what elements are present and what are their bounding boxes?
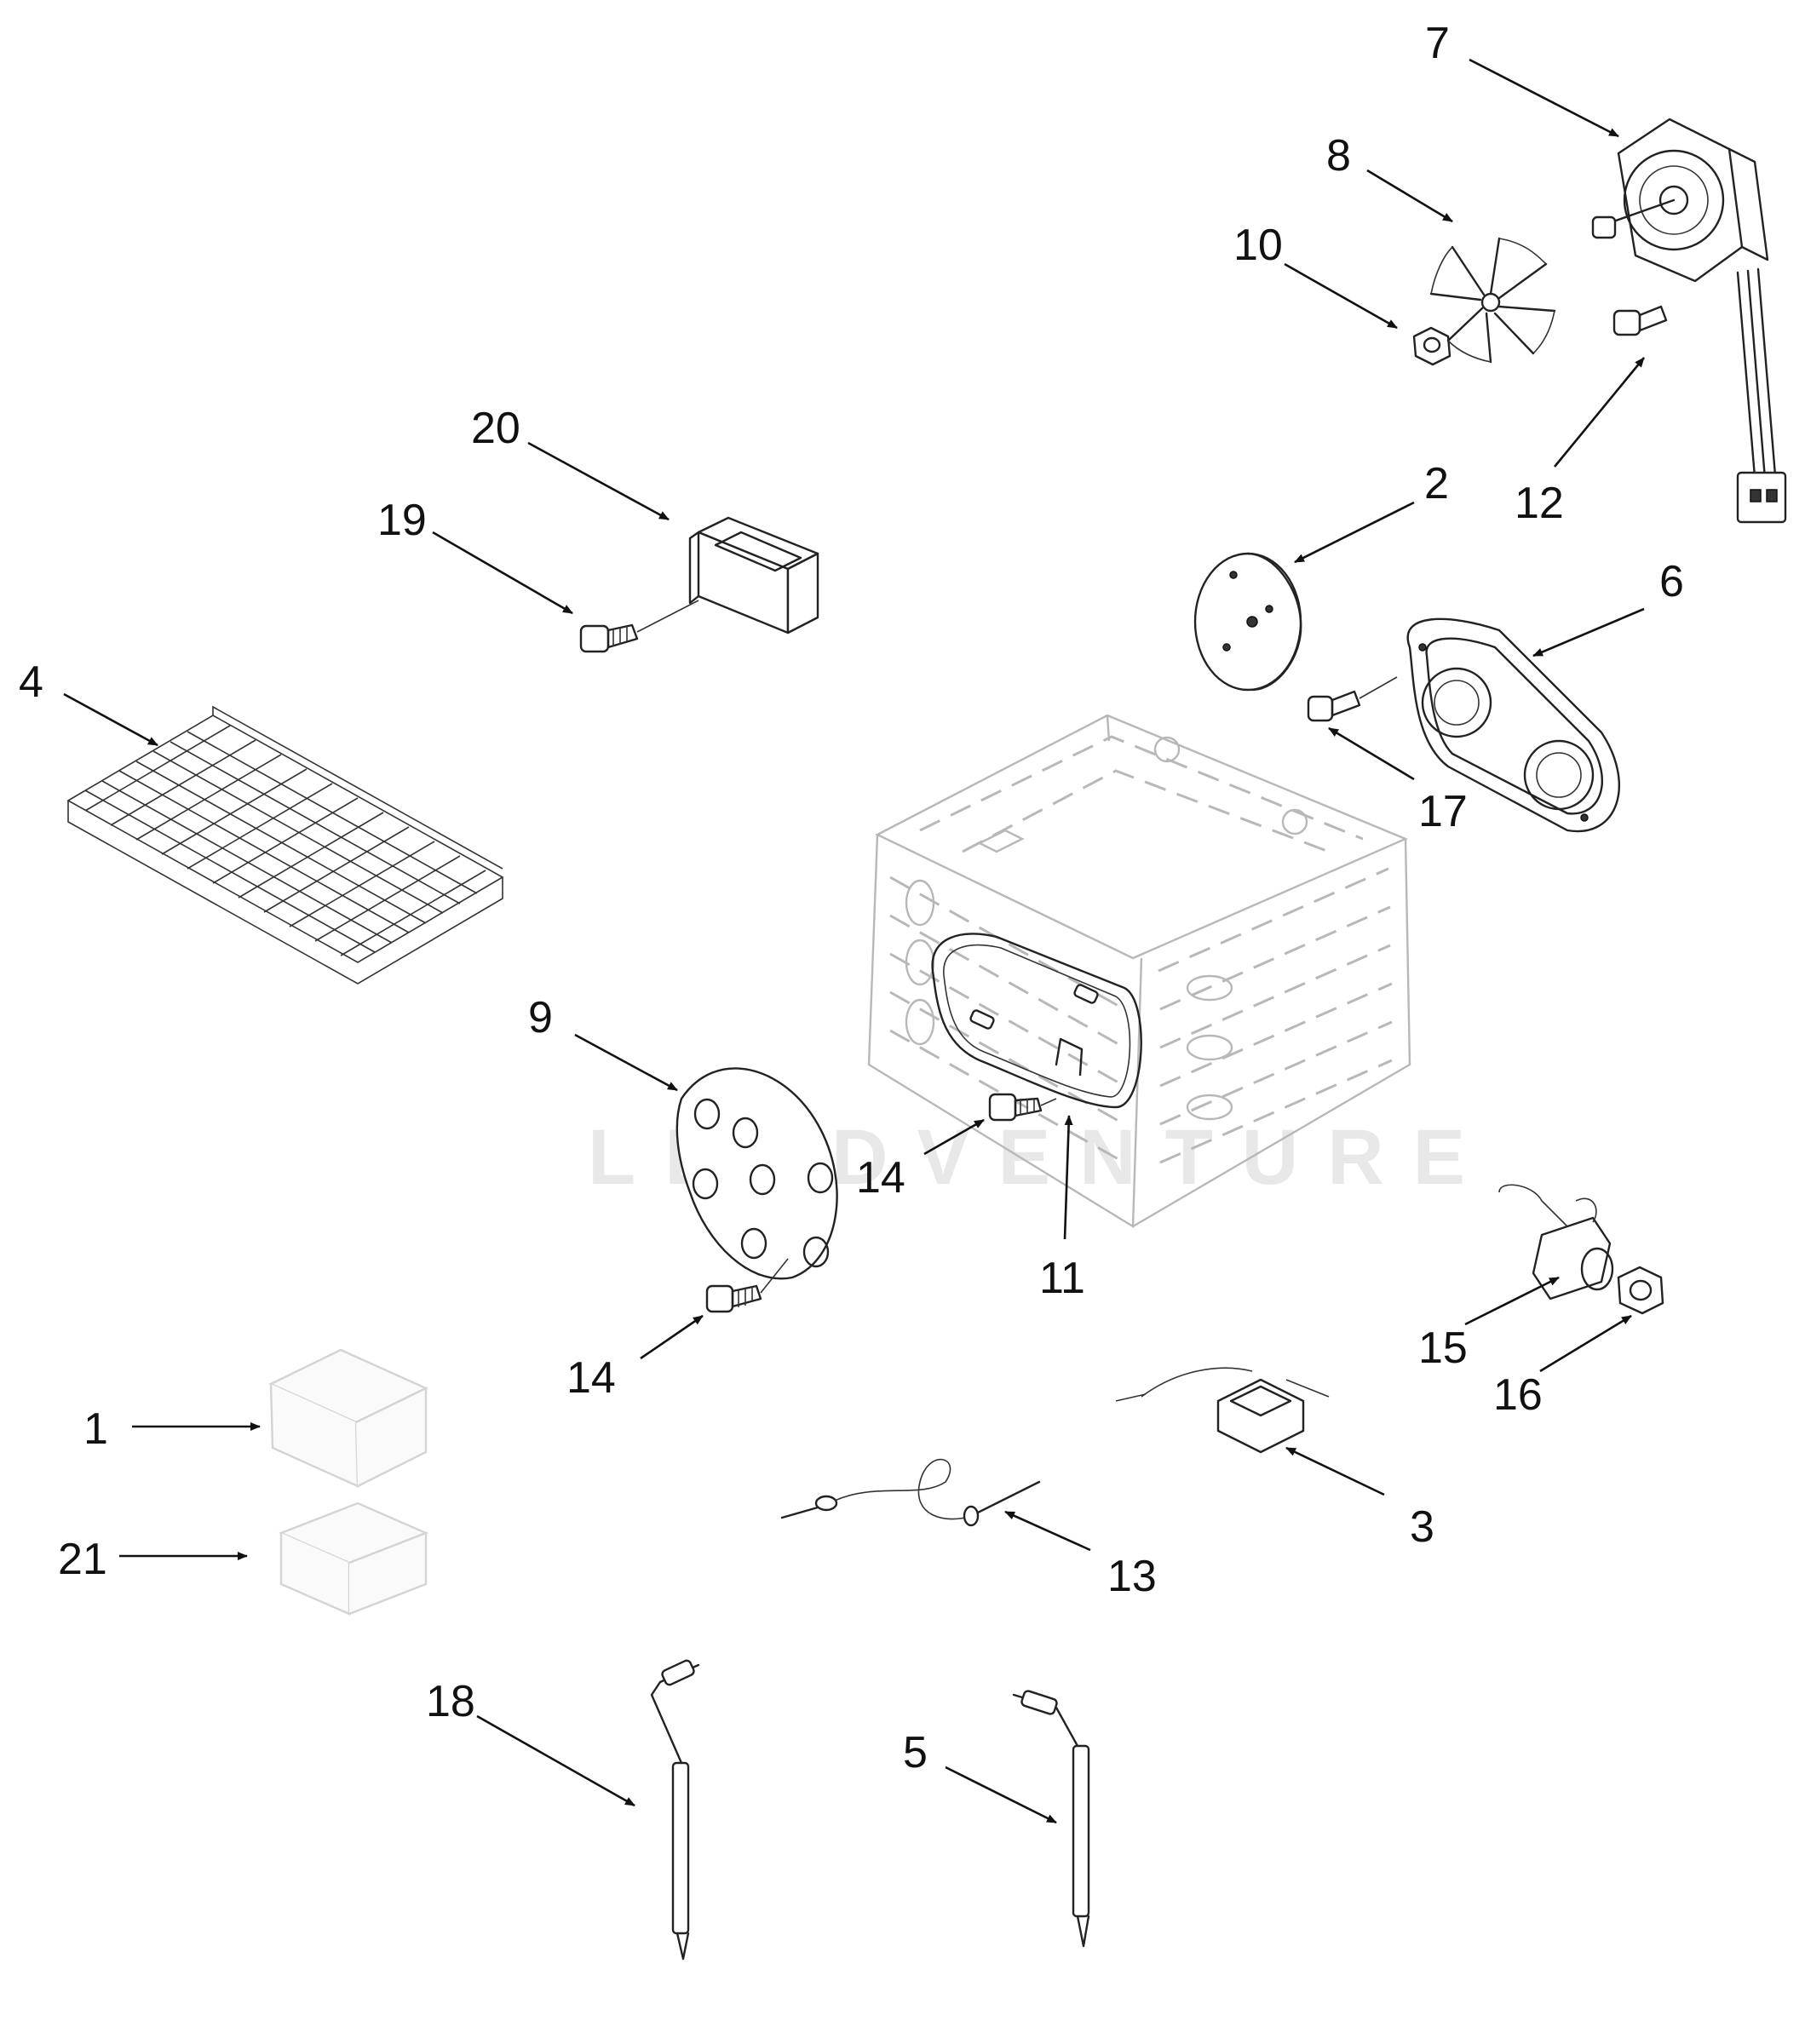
callout-4: 4: [19, 657, 43, 707]
callout-20: 20: [471, 404, 520, 453]
callout-7: 7: [1425, 19, 1450, 68]
part-1-tray: [268, 1348, 428, 1488]
callout-12: 12: [1515, 479, 1564, 528]
part-2-round-plate: [1193, 552, 1302, 692]
part-6-fan-cover: [1406, 617, 1620, 833]
callout-14-upper: 14: [856, 1153, 905, 1203]
part-7-fan-motor: [1591, 118, 1787, 524]
callout-21: 21: [58, 1535, 107, 1584]
leader-lines: [63, 58, 1646, 1824]
callout-16: 16: [1493, 1370, 1543, 1420]
callout-17: 17: [1418, 787, 1468, 836]
part-14-screw-upper: [988, 1093, 1057, 1122]
oven-cavity: [867, 714, 1411, 1229]
part-15-valve: [1498, 1184, 1614, 1300]
part-19-screw: [579, 600, 699, 653]
callout-15: 15: [1418, 1323, 1468, 1373]
callout-14-lower: 14: [566, 1353, 616, 1403]
callout-2: 2: [1424, 459, 1449, 508]
part-11-element: [931, 933, 1142, 1109]
callout-8: 8: [1326, 131, 1351, 181]
part-5-igniter: [1012, 1690, 1090, 1948]
part-20-bracket: [688, 516, 819, 634]
part-14-screw-lower: [705, 1258, 789, 1313]
part-17-screw: [1307, 676, 1398, 722]
callout-9: 9: [528, 993, 553, 1042]
callout-5: 5: [903, 1728, 928, 1777]
callout-11: 11: [1039, 1254, 1085, 1303]
callout-18: 18: [426, 1677, 475, 1726]
callout-labels: 7 8 10 12 2 6 17 20 19 4 9 14 11 14 15 1…: [19, 19, 1684, 1777]
part-16-nut: [1617, 1266, 1664, 1315]
part-12-screw: [1612, 305, 1668, 336]
part-8-fan-blade: [1429, 237, 1556, 364]
callout-6: 6: [1659, 557, 1684, 606]
part-18-igniter: [650, 1659, 700, 1961]
callout-13: 13: [1107, 1552, 1157, 1601]
part-4-oven-rack: [66, 705, 504, 985]
callout-10: 10: [1233, 221, 1283, 270]
part-21-package: [278, 1501, 429, 1616]
callout-19: 19: [377, 496, 427, 545]
callout-1: 1: [83, 1404, 108, 1454]
part-9-shield-disc: [675, 1067, 838, 1280]
part-3-thermostat: [1115, 1367, 1330, 1454]
part-13-meat-probe: [780, 1458, 1041, 1527]
part-10-nut: [1412, 326, 1451, 366]
callout-3: 3: [1410, 1502, 1434, 1552]
